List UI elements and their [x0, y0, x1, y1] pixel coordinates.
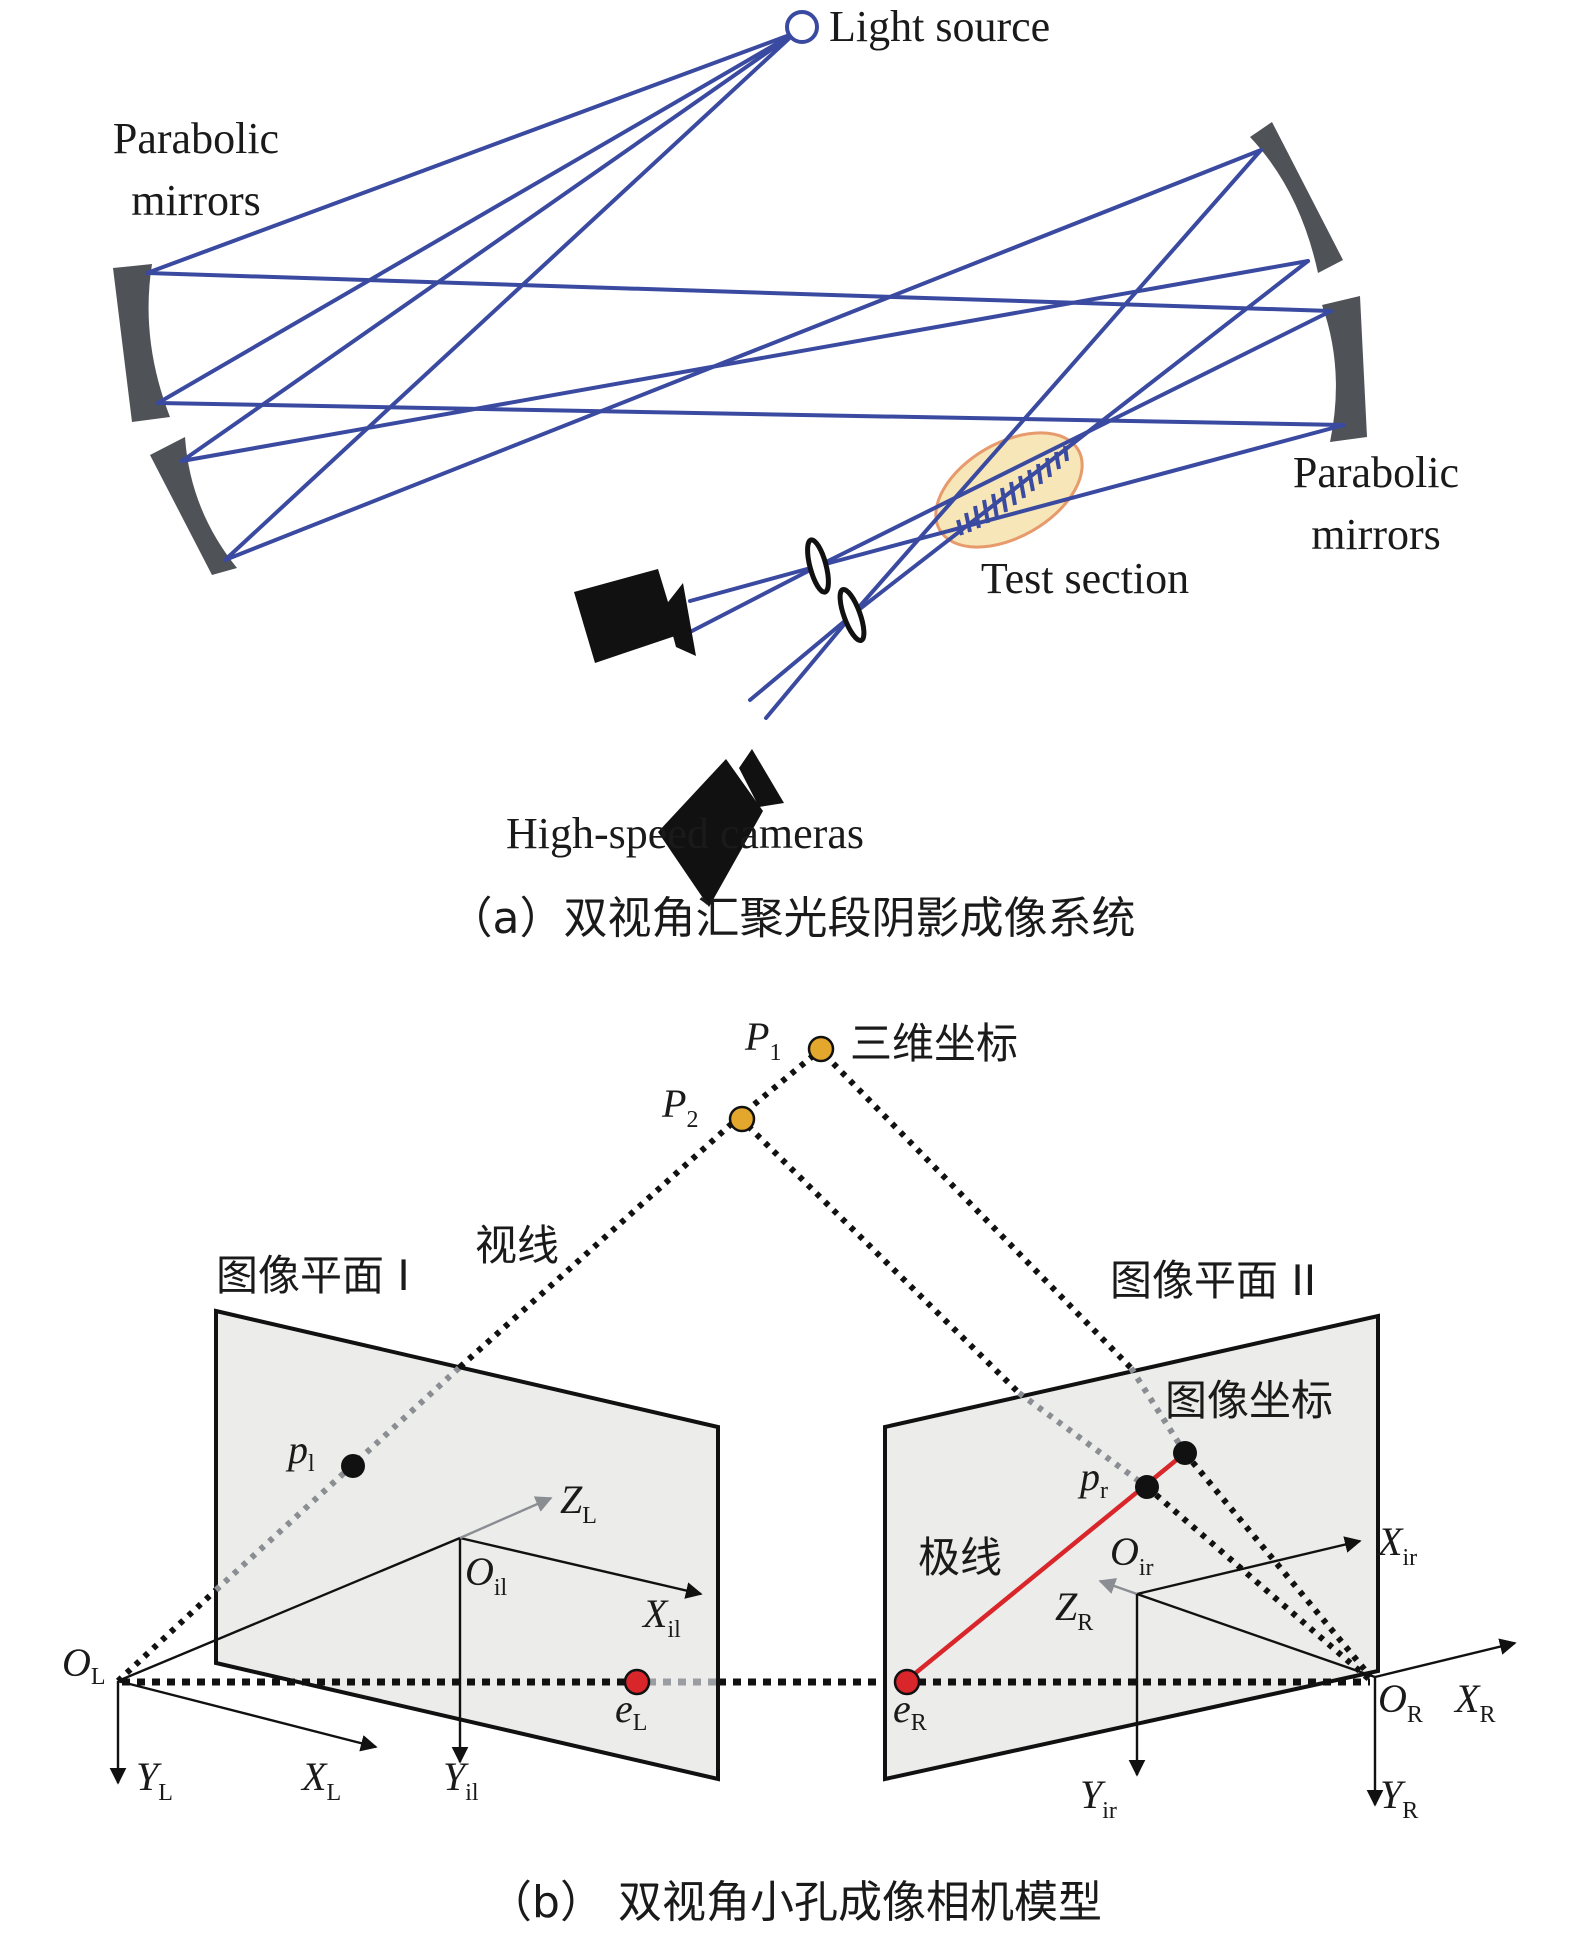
parabolic-mirror-right-2 [1322, 296, 1367, 442]
label-xir: Xir [1376, 1519, 1417, 1571]
image-plane-2-label: 图像平面 II [1110, 1256, 1316, 1305]
parabolic-mirrors-left-label-line2: mirrors [131, 176, 261, 225]
panel-b-caption: （b） 双视角小孔成像相机模型 [488, 1877, 1102, 1928]
label-pr: pr [1077, 1454, 1108, 1504]
line-of-sight-label: 视线 [475, 1221, 559, 1270]
image-coordinate-label: 图像坐标 [1165, 1376, 1333, 1425]
label-p1: P1 [744, 1014, 781, 1066]
label-yil: Yil [443, 1754, 479, 1806]
label-oir: Oir [1110, 1529, 1154, 1581]
epipole-el [623, 1668, 651, 1696]
lens-2-icon [837, 586, 867, 644]
epipolar-line-label: 极线 [918, 1533, 1002, 1582]
parabolic-mirror-left-2 [150, 437, 237, 575]
label-xr: XR [1453, 1676, 1495, 1728]
label-p2: P2 [661, 1081, 698, 1133]
label-zl: ZL [560, 1477, 597, 1529]
panel-b-pinhole-camera-model: 三维坐标 视线 图像平面 I 图像平面 II 图像坐标 极线 P1 P2 pl … [62, 1014, 1517, 1928]
epipole-er [893, 1668, 921, 1696]
label-el: eL [615, 1686, 647, 1736]
light-source-icon [785, 10, 819, 44]
parabolic-mirrors-right-label-line1: Parabolic [1293, 448, 1459, 497]
label-oil: Oil [465, 1549, 508, 1601]
label-pl: pl [285, 1427, 315, 1477]
image-point-pr [1135, 1475, 1159, 1499]
image-point-p1-right [1173, 1441, 1197, 1465]
parabolic-mirror-right-1 [1250, 122, 1343, 273]
parabolic-mirrors-right-label-line2: mirrors [1311, 510, 1441, 559]
high-speed-camera-1-icon [574, 569, 696, 663]
test-section [934, 431, 1084, 549]
label-yl: YL [136, 1754, 173, 1806]
test-section-label: Test section [981, 554, 1189, 603]
label-or: OR [1378, 1676, 1423, 1728]
world-coordinate-label: 三维坐标 [850, 1019, 1018, 1068]
light-beams [145, 31, 1346, 720]
image-point-pl [341, 1454, 365, 1478]
image-plane-2 [883, 1313, 1380, 1782]
panel-a-caption: （a）双视角汇聚光段阴影成像系统 [449, 893, 1136, 944]
label-yr: YR [1380, 1772, 1418, 1824]
lines-of-sight [115, 1052, 1373, 1684]
light-source-label: Light source [829, 2, 1050, 51]
panel-a-schlieren-system: Light source Parabolic mirrors Parabolic… [113, 2, 1459, 944]
parabolic-mirrors-left-label-line1: Parabolic [113, 114, 279, 163]
label-er: eR [893, 1686, 927, 1736]
label-xl: XL [300, 1754, 341, 1806]
label-yir: Yir [1080, 1772, 1117, 1824]
label-xil: Xil [641, 1591, 681, 1643]
high-speed-cameras-label: High-speed cameras [506, 809, 864, 858]
world-point-p1 [807, 1035, 835, 1063]
high-speed-camera-2-icon [658, 749, 784, 907]
lens-1-icon [805, 537, 831, 595]
left-camera-axes [109, 1496, 703, 1785]
right-camera-axes [1098, 1536, 1517, 1807]
world-point-p2 [728, 1105, 756, 1133]
label-ol: OL [62, 1640, 106, 1690]
image-plane-1-label: 图像平面 I [216, 1251, 410, 1300]
image-plane-1 [214, 1308, 720, 1782]
label-zr: ZR [1055, 1584, 1093, 1636]
parabolic-mirror-left-1 [113, 264, 170, 422]
